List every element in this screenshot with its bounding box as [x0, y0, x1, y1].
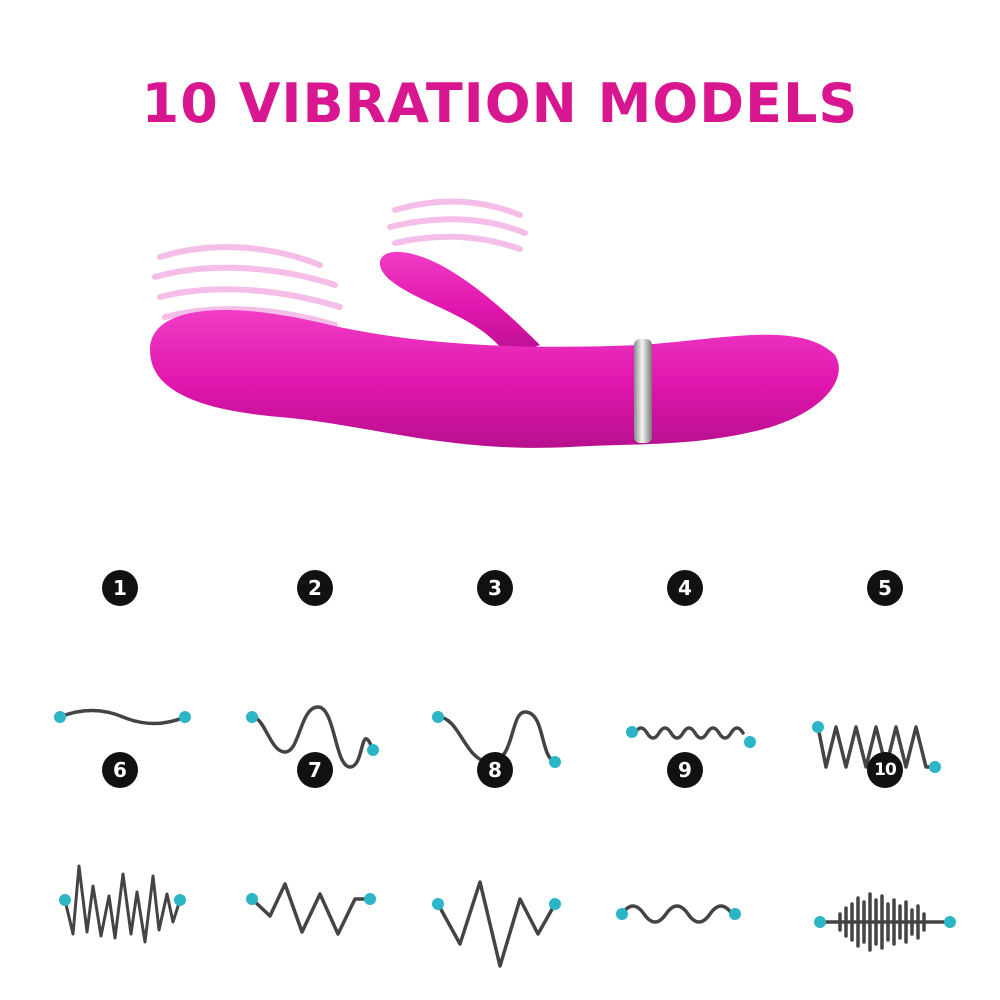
- mode-number-badge: 8: [477, 752, 513, 788]
- chrome-ring: [634, 339, 652, 443]
- slow-large-wave-icon: [432, 710, 561, 768]
- mode-number-badge: 3: [477, 570, 513, 606]
- vibration-lines-right: [387, 198, 528, 252]
- main-shaft: [150, 310, 839, 448]
- audio-pulse-wave-icon: [814, 892, 956, 952]
- mode-number-badge: 7: [297, 752, 333, 788]
- mode-number-badge: 2: [297, 570, 333, 606]
- medium-sine-wave-icon: [616, 904, 741, 924]
- mode-number-badge: 1: [102, 570, 138, 606]
- zigzag-wave-icon: [246, 882, 376, 936]
- mode-number-badge: 4: [667, 570, 703, 606]
- random-spike-wave-icon: [59, 864, 186, 944]
- mode-9: 9: [600, 752, 770, 962]
- mode-10: 10: [800, 752, 970, 962]
- mode-5: 5: [800, 570, 970, 780]
- mode-1: 1: [35, 570, 205, 780]
- page-title: 10 VIBRATION MODELS: [141, 72, 859, 135]
- mode-3: 3: [410, 570, 580, 780]
- product-image: [150, 198, 839, 448]
- mode-number-badge: 5: [867, 570, 903, 606]
- mode-7: 7: [230, 752, 400, 962]
- mode-6: 6: [35, 752, 205, 962]
- mode-number-badge: 9: [667, 752, 703, 788]
- large-zigzag-wave-icon: [432, 880, 561, 968]
- mode-4: 4: [600, 570, 770, 780]
- dense-tall-wave-icon: [812, 721, 941, 773]
- mode-2: 2: [230, 570, 400, 780]
- clitoral-arm: [379, 251, 540, 357]
- mode-8: 8: [410, 752, 580, 968]
- mode-number-badge: 10: [867, 752, 903, 788]
- mode-number-badge: 6: [102, 752, 138, 788]
- gentle-sine-wave-icon: [54, 708, 191, 726]
- large-sine-wave-icon: [246, 705, 379, 769]
- vibration-lines-left: [152, 244, 343, 328]
- fast-small-wave-icon: [626, 726, 756, 748]
